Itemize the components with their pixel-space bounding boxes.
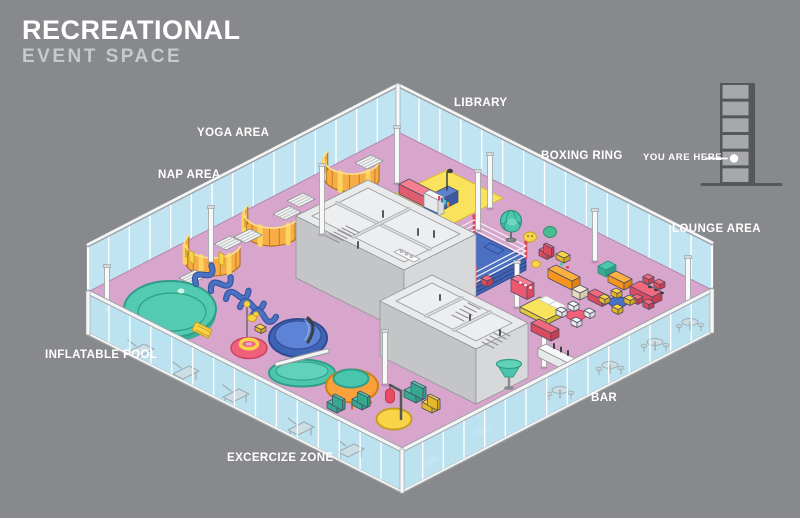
label-yoga-area: YOGA AREA <box>197 127 270 139</box>
glass-wall-front <box>85 287 715 494</box>
page-title: RECREATIONAL <box>22 15 241 45</box>
label-nap-area: NAP AREA <box>158 169 221 181</box>
label-boxing-ring: BOXING RING <box>541 150 623 162</box>
label-inflatable-pool: INFLATABLE POOL <box>45 349 158 361</box>
building-locator <box>700 83 783 186</box>
exercise-zone-group <box>285 368 441 431</box>
label-library: LIBRARY <box>454 97 508 109</box>
label-bar: BAR <box>591 392 618 404</box>
basketball-hoop <box>495 358 523 390</box>
locator-floor <box>722 85 749 99</box>
locator-floor <box>722 118 749 132</box>
glass-wall-back <box>85 82 715 294</box>
locator-floor <box>722 101 749 116</box>
lounge-area-furniture <box>480 218 666 342</box>
meeting-room-b <box>379 274 529 405</box>
label-you-are-here: YOU ARE HERE <box>643 152 723 163</box>
title-block: RECREATIONAL EVENT SPACE <box>22 16 241 68</box>
label-lounge-area: LOUNGE AREA <box>672 223 761 235</box>
page-subtitle: EVENT SPACE <box>22 46 183 68</box>
pillars <box>103 125 692 387</box>
locator-tower <box>720 83 755 183</box>
you-are-here-dot <box>729 154 739 163</box>
locator-floor <box>722 135 749 149</box>
label-exercise-zone: EXCERCIZE ZONE <box>227 452 334 464</box>
locator-floor <box>722 168 749 182</box>
